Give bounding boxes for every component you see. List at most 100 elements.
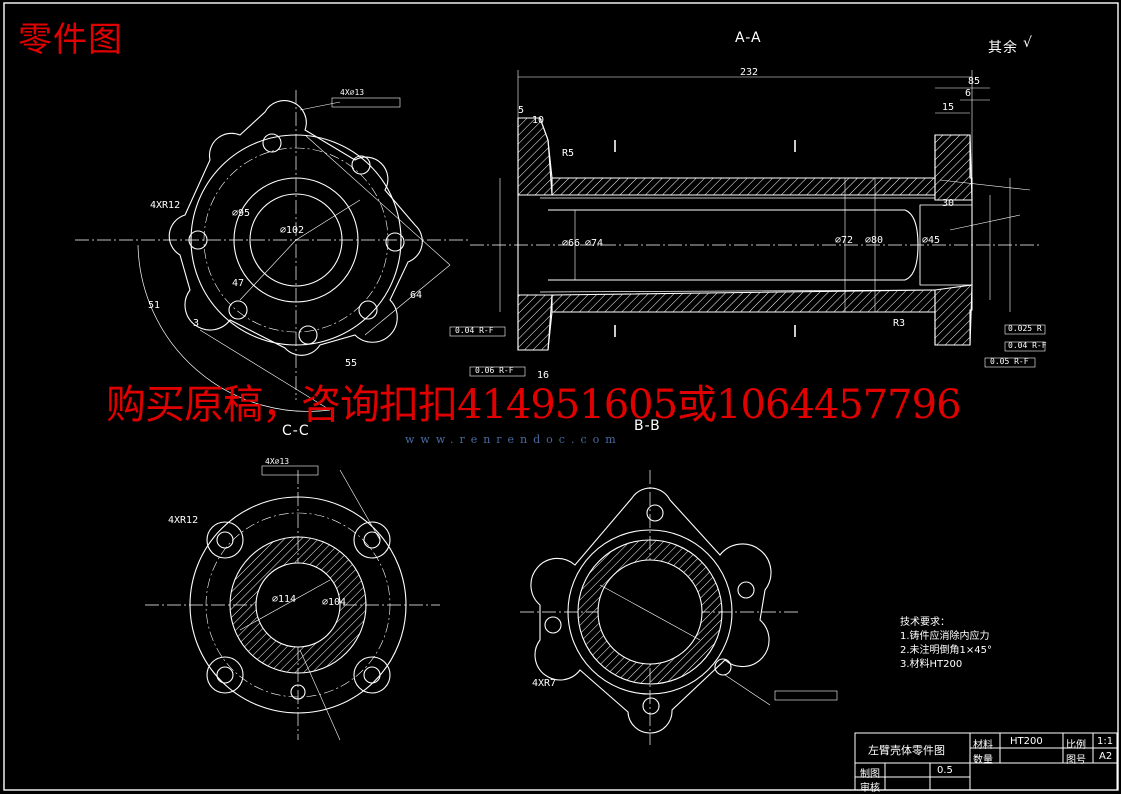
- bolt-hole: [737, 581, 755, 599]
- bolt-hole: [714, 658, 732, 676]
- dim-5: 5: [518, 105, 525, 116]
- dim-55: 55: [345, 358, 358, 369]
- dim-dia72: ⌀72: [835, 235, 854, 246]
- dim-dia74: ⌀74: [585, 238, 604, 249]
- dim-64: 64: [410, 290, 423, 301]
- title-block: [854, 732, 1118, 791]
- bore: [597, 559, 703, 665]
- tolerance-3: 0.025 R: [1008, 324, 1042, 333]
- scale-value: 1:1: [1097, 736, 1114, 747]
- scale-label: 比例: [1066, 740, 1086, 751]
- leader: [949, 214, 1021, 231]
- dim-dia45: ⌀45: [922, 235, 941, 246]
- view-bottom-left: [145, 465, 440, 741]
- sheet-border: [3, 2, 1119, 791]
- boss: [353, 521, 391, 559]
- dim-3: 3: [193, 318, 200, 329]
- dim-47: 47: [232, 278, 245, 289]
- view-c-c: [75, 90, 470, 412]
- tolerance-frame: [1004, 341, 1046, 352]
- dim-51: 51: [148, 300, 161, 311]
- requirement-3: 3.材料HT200: [900, 659, 963, 670]
- leader: [199, 329, 331, 411]
- section-label-a-a: A-A: [735, 30, 762, 46]
- tolerance-frame: [449, 326, 506, 337]
- quantity-label: 数量: [973, 755, 993, 766]
- pitch-circle: [203, 147, 389, 333]
- dim-232: 232: [740, 67, 759, 78]
- bolt-hole: [363, 531, 381, 549]
- leader: [295, 199, 361, 241]
- roughness-note: 其余: [988, 40, 1018, 56]
- flange-right-hatch: [934, 284, 973, 346]
- roughness-icon: √: [1023, 35, 1033, 51]
- leader: [939, 179, 1031, 191]
- tolerance-frame: [984, 357, 1036, 368]
- leader: [364, 264, 451, 336]
- dim-15: 15: [942, 102, 955, 113]
- wall-bottom-hatch: [551, 289, 936, 313]
- section-label-b-b: B-B: [634, 418, 661, 434]
- dim-6: 6: [965, 88, 972, 99]
- housing-outline: [517, 117, 973, 351]
- requirements-heading: 技术要求：: [900, 617, 950, 628]
- drawn-value: 0.5: [937, 765, 953, 776]
- flange-circle: [190, 134, 402, 346]
- drawing-no-value: A2: [1099, 751, 1113, 762]
- dim-dia102: ⌀102: [280, 225, 305, 236]
- bolt-hole: [363, 666, 381, 684]
- pitch-circle: [205, 512, 391, 698]
- bolt-hole: [385, 232, 405, 252]
- dim-dia80: ⌀80: [865, 235, 884, 246]
- leader: [239, 239, 297, 301]
- material-label: 材料: [973, 740, 993, 751]
- outer-ring: [567, 529, 733, 695]
- leader: [304, 134, 451, 266]
- bolt-hole: [298, 325, 318, 345]
- section-label-c-c: C-C: [282, 423, 310, 439]
- bore-outer: [233, 177, 359, 303]
- bolt-hole: [262, 133, 282, 153]
- dim-arc: [137, 244, 331, 412]
- bolt-hole: [358, 300, 378, 320]
- bore-inner: [249, 193, 343, 287]
- tolerance-frame: [774, 690, 838, 701]
- dim-85: 85: [968, 76, 981, 87]
- leader: [599, 584, 701, 641]
- tolerance-4: 0.04 R-F: [1008, 341, 1047, 350]
- view-b-b: [520, 470, 838, 745]
- bolt-hole: [216, 531, 234, 549]
- boss: [353, 656, 391, 694]
- bolt-hole: [646, 504, 664, 522]
- tolerance-frame: [1004, 324, 1046, 335]
- site-text: www.renrendoc.com: [405, 433, 622, 446]
- boss: [206, 521, 244, 559]
- dim-dia95: ⌀95: [232, 208, 251, 219]
- tolerance-5: 0.05 R-F: [990, 357, 1029, 366]
- drawn-label: 制图: [860, 769, 880, 780]
- dim-hole-bottom: 4X⌀13: [265, 457, 290, 466]
- requirement-2: 2.未注明倒角1×45°: [900, 645, 993, 656]
- tolerance-frame: [331, 97, 401, 108]
- outer-circle: [189, 496, 407, 714]
- material-value: HT200: [1010, 736, 1043, 747]
- leader: [299, 649, 341, 741]
- leader: [299, 101, 341, 111]
- dim-r12-bottom: 4XR12: [168, 515, 199, 526]
- dim-r3: R3: [893, 318, 906, 329]
- leader: [239, 579, 331, 631]
- view-a-a: [449, 70, 1046, 377]
- dim-30: 30: [942, 198, 955, 209]
- leader: [339, 469, 381, 541]
- dim-r7: 4XR7: [532, 678, 557, 689]
- tolerance-1: 0.04 R-F: [455, 326, 494, 335]
- dim-r5: R5: [562, 148, 575, 159]
- flange-outline: [530, 487, 772, 734]
- bolt-hole: [188, 230, 208, 250]
- dim-hole-top: 4X⌀13: [340, 88, 365, 97]
- bolt-hole: [544, 616, 562, 634]
- bolt-hole: [228, 300, 248, 320]
- bore-line: [539, 289, 936, 293]
- leader: [724, 674, 771, 706]
- bolt-hole: [351, 155, 371, 175]
